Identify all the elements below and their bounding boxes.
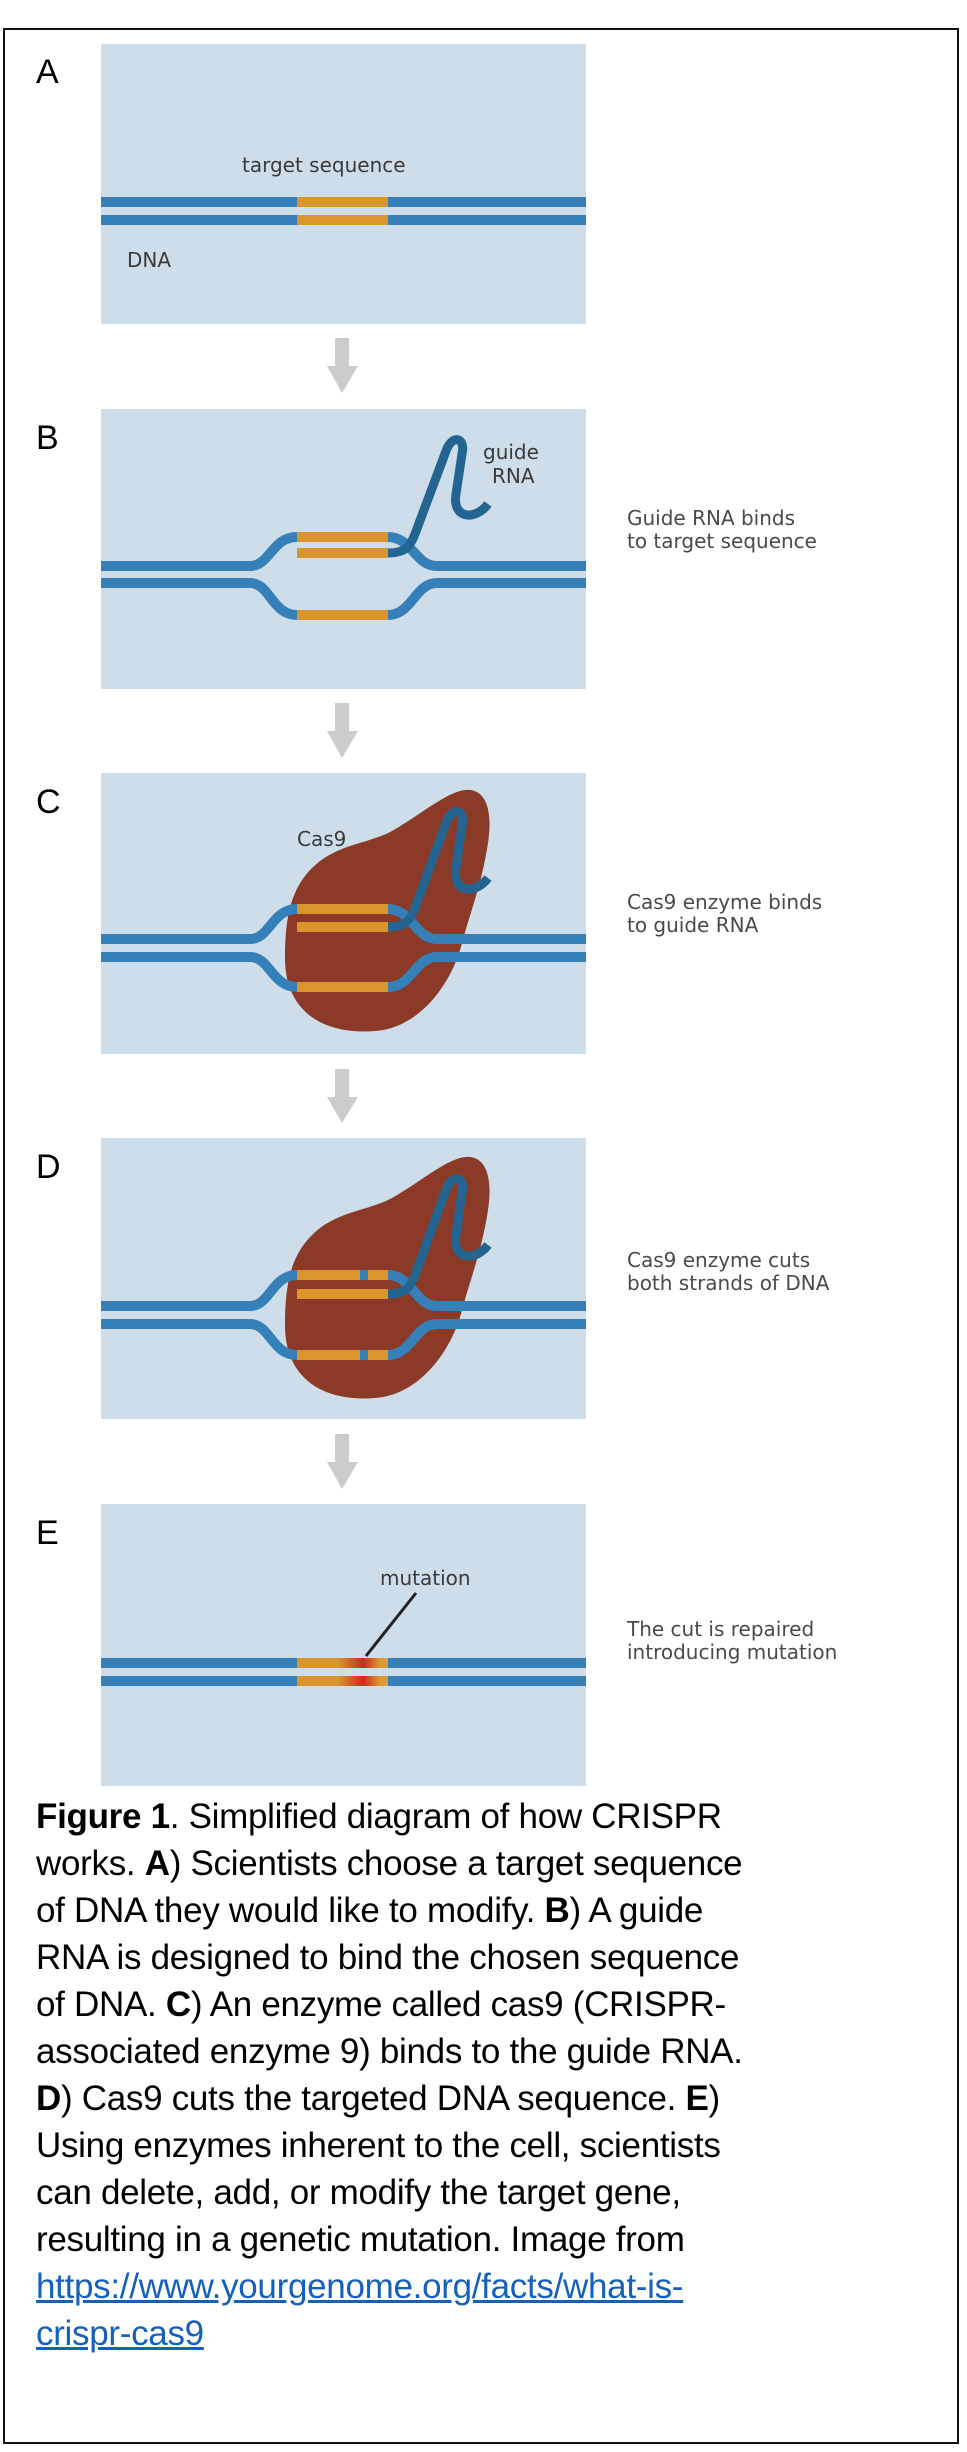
dna-double-strand-repaired	[101, 1658, 586, 1686]
caption-bold-text: C	[165, 1985, 191, 2024]
caption-text: can delete, add, or modify the target ge…	[36, 2173, 681, 2212]
panel-e: E mutation The cut is repaired introduci…	[36, 1504, 837, 1786]
guide-rna	[387, 435, 492, 558]
step-caption-e-line2: introducing mutation	[627, 1640, 837, 1664]
caption-line: can delete, add, or modify the target ge…	[36, 2169, 936, 2216]
caption-bold-text: B	[544, 1891, 570, 1930]
source-link[interactable]: https://www.yourgenome.org/facts/what-is…	[36, 2267, 684, 2306]
caption-line: RNA is designed to bind the chosen seque…	[36, 1934, 936, 1981]
caption-line: of DNA they would like to modify. B) A g…	[36, 1887, 936, 1934]
guide-rna	[387, 1174, 492, 1299]
panel-letter-d: D	[36, 1148, 61, 1186]
caption-text: of DNA.	[36, 1985, 166, 2024]
caption-bold-text: E	[685, 2079, 709, 2118]
caption-line: works. A) Scientists choose a target seq…	[36, 1840, 936, 1887]
crispr-diagram: A target sequence DNA B guide RNA Guide …	[36, 44, 837, 1786]
label-mutation: mutation	[380, 1566, 471, 1590]
panel-c: C Cas9 Cas9 enzyme binds to guide RNA	[36, 773, 822, 1054]
caption-line: crispr-cas9	[36, 2310, 936, 2357]
step-caption-e-line1: The cut is repaired	[626, 1617, 814, 1641]
panel-a-background	[101, 44, 586, 324]
caption-bold-text: Figure 1	[36, 1797, 170, 1836]
caption-text: works.	[36, 1844, 145, 1883]
caption-line: D) Cas9 cuts the targeted DNA sequence. …	[36, 2075, 936, 2122]
panel-letter-b: B	[36, 419, 59, 457]
label-rna: RNA	[492, 464, 535, 488]
down-arrow-icon	[327, 1434, 358, 1489]
guide-rna	[387, 807, 492, 932]
step-caption-d-line1: Cas9 enzyme cuts	[627, 1248, 810, 1272]
down-arrow-icon	[327, 1069, 358, 1123]
mutation-pointer-line	[364, 1592, 418, 1657]
label-cas9: Cas9	[297, 827, 346, 851]
label-guide: guide	[483, 440, 539, 464]
caption-text: associated enzyme 9) binds to the guide …	[36, 2032, 743, 2071]
step-caption-d-line2: both strands of DNA	[627, 1271, 830, 1295]
figure-caption: Figure 1. Simplified diagram of how CRIS…	[36, 1793, 936, 2357]
panel-letter-e: E	[36, 1514, 59, 1552]
panel-d: D Cas9 enzyme cuts both strands of DNA	[36, 1138, 830, 1419]
caption-text: RNA is designed to bind the chosen seque…	[36, 1938, 740, 1977]
source-link[interactable]: crispr-cas9	[36, 2314, 204, 2353]
label-dna: DNA	[127, 248, 171, 272]
label-target-sequence: target sequence	[242, 153, 406, 177]
caption-line: https://www.yourgenome.org/facts/what-is…	[36, 2263, 936, 2310]
caption-bold-text: D	[36, 2079, 61, 2118]
caption-text: ) An enzyme called cas9 (CRISPR-	[190, 1985, 726, 2024]
panel-letter-a: A	[36, 53, 59, 91]
step-caption-c-line1: Cas9 enzyme binds	[627, 890, 822, 914]
down-arrow-icon	[327, 338, 358, 393]
dna-double-strand	[101, 197, 586, 225]
caption-text: resulting in a genetic mutation. Image f…	[36, 2220, 685, 2259]
panel-b: B guide RNA Guide RNA binds to target se…	[36, 409, 817, 689]
caption-text: ) Cas9 cuts the targeted DNA sequence.	[60, 2079, 686, 2118]
step-caption-c-line2: to guide RNA	[627, 913, 759, 937]
caption-line: Figure 1. Simplified diagram of how CRIS…	[36, 1793, 936, 1840]
dna-unwound	[101, 904, 586, 992]
panel-e-background	[101, 1504, 586, 1786]
panel-a: A target sequence DNA	[36, 44, 586, 324]
caption-text: ) A guide	[569, 1891, 704, 1930]
caption-line: associated enzyme 9) binds to the guide …	[36, 2028, 936, 2075]
dna-unwound	[101, 532, 586, 620]
dna-unwound-cut	[101, 1270, 586, 1360]
panel-letter-c: C	[36, 783, 61, 821]
step-caption-b-line2: to target sequence	[627, 529, 817, 553]
caption-text: . Simplified diagram of how CRISPR	[169, 1797, 722, 1836]
caption-bold-text: A	[144, 1844, 170, 1883]
caption-text: Using enzymes inherent to the cell, scie…	[36, 2126, 721, 2165]
caption-text: ) Scientists choose a target sequence	[169, 1844, 743, 1883]
caption-text: )	[708, 2079, 721, 2118]
caption-line: resulting in a genetic mutation. Image f…	[36, 2216, 936, 2263]
down-arrow-icon	[327, 703, 358, 758]
step-caption-b-line1: Guide RNA binds	[627, 506, 795, 530]
caption-line: of DNA. C) An enzyme called cas9 (CRISPR…	[36, 1981, 936, 2028]
caption-line: Using enzymes inherent to the cell, scie…	[36, 2122, 936, 2169]
caption-text: of DNA they would like to modify.	[36, 1891, 545, 1930]
